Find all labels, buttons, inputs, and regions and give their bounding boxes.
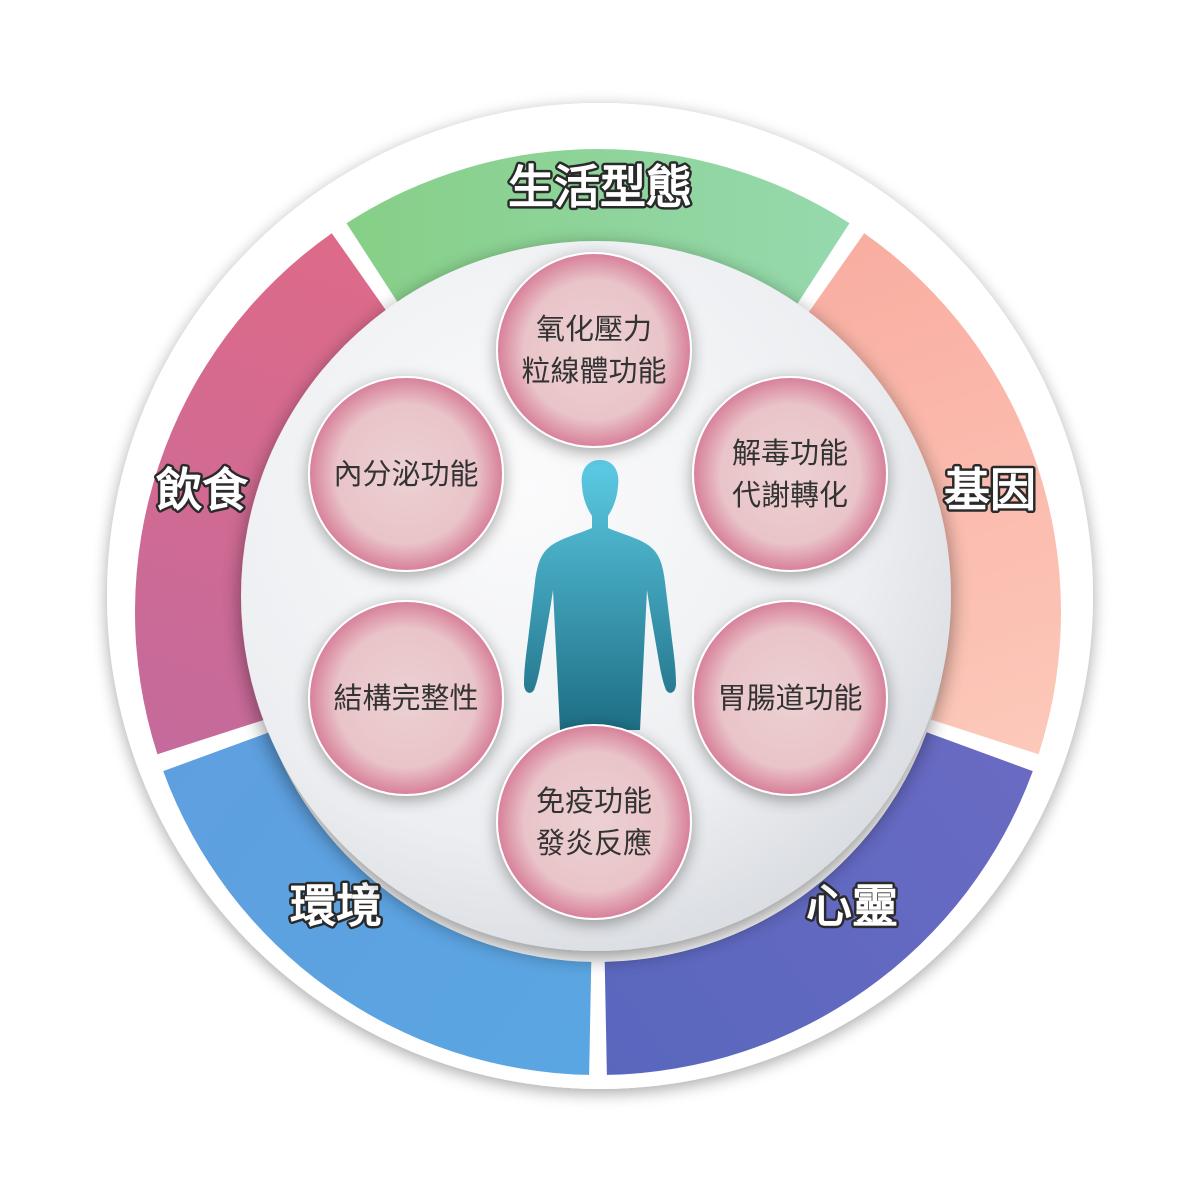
bubble-circle (308, 376, 504, 572)
bubble-text-line: 氧化壓力 (536, 312, 652, 346)
bubble-text-line: 解毒功能 (732, 436, 848, 470)
bubble-endocrine: 內分泌功能 (308, 376, 504, 572)
bubble-text-line: 結構完整性 (333, 681, 478, 715)
bubble-circle (496, 252, 692, 448)
bubble-text-line: 代謝轉化 (732, 478, 848, 512)
bubble-text-line: 粒線體功能 (521, 354, 666, 388)
bubble-structure: 結構完整性 (308, 600, 504, 796)
bubble-text-line: 胃腸道功能 (717, 681, 862, 715)
segment-label-lifestyle: 生活型態 (508, 160, 692, 214)
bubble-circle (308, 600, 504, 796)
bubble-text-line: 內分泌功能 (333, 457, 478, 491)
bubble-gut: 胃腸道功能 (692, 600, 888, 796)
human-silhouette-icon (524, 460, 676, 730)
bubble-circle (692, 376, 888, 572)
bubble-text-line: 免疫功能 (536, 784, 652, 818)
segment-environment (163, 732, 592, 1075)
bubble-circle (692, 600, 888, 796)
segment-spirit (604, 732, 1033, 1075)
segment-label-genes: 基因 (944, 463, 1036, 517)
segment-label-spirit: 心靈 (806, 879, 898, 933)
bubble-text-line: 發炎反應 (536, 826, 652, 860)
bubble-circle (496, 724, 692, 920)
segment-label-environment: 環境 (290, 879, 382, 933)
segment-label-diet: 飲食 (156, 463, 249, 517)
